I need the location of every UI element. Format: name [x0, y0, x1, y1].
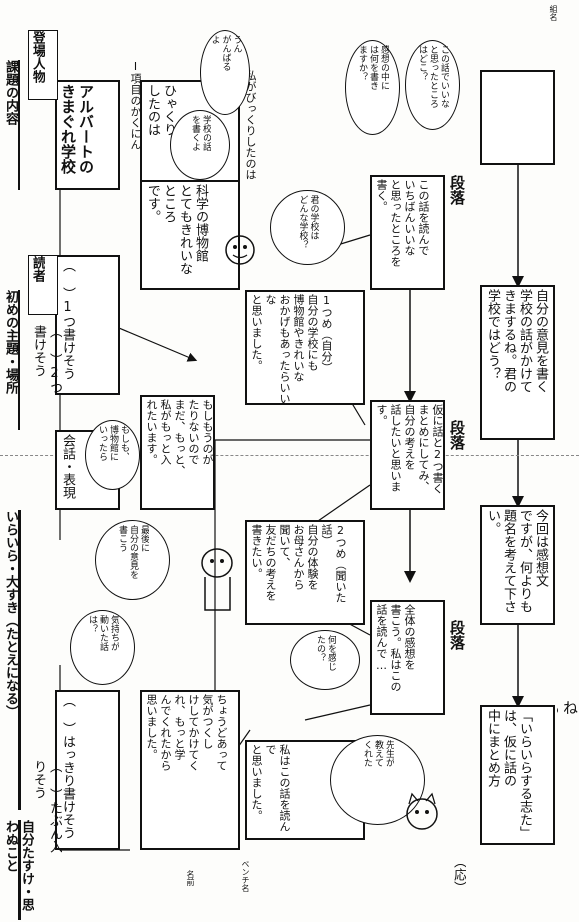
box-feeling-text: ちょうどあって 気がつくし けしてかけてく れ、もっと学 んでくれたから 思いま… [145, 694, 228, 771]
choice-2: （ ）2つ書けそう [31, 325, 62, 394]
char-box-note: 読者 [30, 256, 45, 282]
bubble-museum: もしも、 博物館に いったら [85, 420, 140, 490]
choice-1: （ ）1つ書けそう [60, 259, 75, 380]
title-box: アルバートの きまぐれ学校 [55, 80, 120, 190]
box-first: 1つめ（自分） 自分の学校にも 博物館やきれいな おかげもあったらいいな と思い… [245, 290, 365, 405]
section3-heading: 段落 [448, 620, 466, 650]
bubble-try: うん がんばる よ [200, 30, 250, 115]
box-second: 2つめ（聞いた話） 自分の体験を お母さんから 聞いて、 友だちの考えを 書きた… [245, 520, 365, 625]
section2-heading: 段落 [448, 420, 466, 450]
third-criterion: いらいら・大すき（たとえになる） [3, 510, 18, 718]
box-museum-text: 科学の博物館 とてもきれいな ところ です。 [145, 184, 208, 275]
box-surprise-text: ひゃくり したのは [145, 84, 176, 136]
character-face-icon [225, 235, 255, 265]
box-second-text: 2つめ（聞いた話） 自分の体験を お母さんから 聞いて、 友だちの考えを 書きた… [250, 524, 347, 603]
class-label: 組名 [549, 5, 558, 21]
second-criterion: 会話・表現 [60, 434, 75, 499]
first-criterion: 初めの主題・場所 [3, 290, 18, 394]
choice-box-3: （ ）はっきり書けそう [55, 690, 120, 850]
box-title-blank: 1 [480, 70, 555, 165]
section1-heading: 段落 [448, 175, 466, 205]
box-summary: 仮に話と2つ書く まとめにしてみ、 自分の考えを 話したいと思います。 [370, 400, 445, 510]
bubble-felt: 何を感じ たの？ [290, 630, 360, 690]
bubble-goodpart: この話でいいな と思ったところ はどこ？ [405, 40, 460, 130]
choice-box-1: （ ）1つ書けそう [55, 255, 120, 395]
first-underline [18, 290, 20, 430]
task-underline [18, 60, 20, 190]
box-title-blank-text: 1 [485, 74, 500, 89]
char-box: 登場人物 [28, 30, 58, 100]
bubble-feeling: 感想の中に は何を書き ますか？ [345, 40, 400, 135]
box-ifonly-text: もしもうのが たりないので まだ、もっと、 私がもっと入 れたいます。 [145, 399, 214, 476]
bubble-opinion: 最後に 自分の意見を 書こう [95, 520, 170, 600]
box-school: 自分の意見を書く 学校の話がかけて きまするね。君の 学校ではどう？ [480, 285, 555, 440]
box-museum: 科学の博物館 とてもきれいな ところ です。 [140, 180, 240, 290]
bottom-choice-2: （ ）たぶん入りそう [31, 760, 62, 853]
page-label: ベンチ名 [241, 860, 250, 892]
character-cat-icon [406, 792, 438, 830]
box-irritated: 「いらいらする志た」 は、仮に話の 中にまとめ方 [480, 705, 555, 845]
fold-line [0, 455, 579, 456]
name-label: 名前 [186, 870, 195, 886]
bubble-your-school: 君の学校は どんな学校？ [270, 190, 345, 265]
bubble-moved: 気持ちが 動いた話 は？ [70, 610, 135, 685]
third-underline [18, 510, 21, 810]
box-surprise-top: 私がびっくりしたのは [244, 70, 257, 180]
char-box-title: 登場人物 [30, 31, 45, 83]
right-ending: ね も う だ い じ ょ う ぶ [557, 700, 579, 715]
box-irritated-text: 「いらいらする志た」 は、仮に話の 中にまとめ方 [485, 709, 532, 839]
box-feeling: ちょうどあって 気がつくし けしてかけてく れ、もっと学 んでくれたから 思いま… [140, 690, 240, 850]
box-summary-text: 仮に話と2つ書く まとめにしてみ、 自分の考えを 話したいと思います。 [375, 404, 444, 494]
right-mark: （応） [451, 855, 466, 894]
bubble-school-talk: 学校の話 を書くよ [170, 110, 230, 180]
box-titleadvice: 今回は感想文 ですが、何よりも 題名を考えて下さ い。 [480, 505, 555, 625]
character-figure-icon [201, 548, 233, 611]
box-goodpart: この話を読んで いちばんいいな と思ったところを 書く。 [370, 175, 445, 290]
item-check-label: Ⅰ項目のかくにん [129, 60, 142, 150]
fourth-underline [18, 820, 21, 920]
task-label: 課題の内容 [3, 60, 18, 125]
worksheet-title: アルバートの きまぐれ学校 [59, 84, 95, 174]
box-conclusion-text: 私はこの話を読んで と思いました。 [250, 744, 291, 832]
link-6 [304, 704, 371, 721]
box-ifonly: もしもうのが たりないので まだ、もっと、 私がもっと入 れたいます。 [140, 395, 215, 510]
box-overall: 全体の感想を 書こう。私はこの 話を読んで… [370, 600, 445, 715]
box-titleadvice-text: 今回は感想文 ですが、何よりも 題名を考えて下さ い。 [485, 509, 548, 613]
fourth-criterion: 自分たすけ・思わぬこと [3, 820, 34, 911]
box-school-text: 自分の意見を書く 学校の話がかけて きまするね。君の 学校ではどう？ [485, 289, 548, 393]
char-box-2: 読者 [28, 255, 58, 315]
box-overall-text: 全体の感想を 書こう。私はこの 話を読んで… [375, 604, 416, 692]
bottom-choice-1: （ ）はっきり書けそう [60, 694, 75, 839]
box-first-text: 1つめ（自分） 自分の学校にも 博物館やきれいな おかげもあったらいいな と思い… [250, 294, 333, 404]
box-goodpart-text: この話を読んで いちばんいいな と思ったところを 書く。 [375, 179, 430, 267]
bubble-teacher: 先生が 教えて くれた [330, 735, 425, 825]
